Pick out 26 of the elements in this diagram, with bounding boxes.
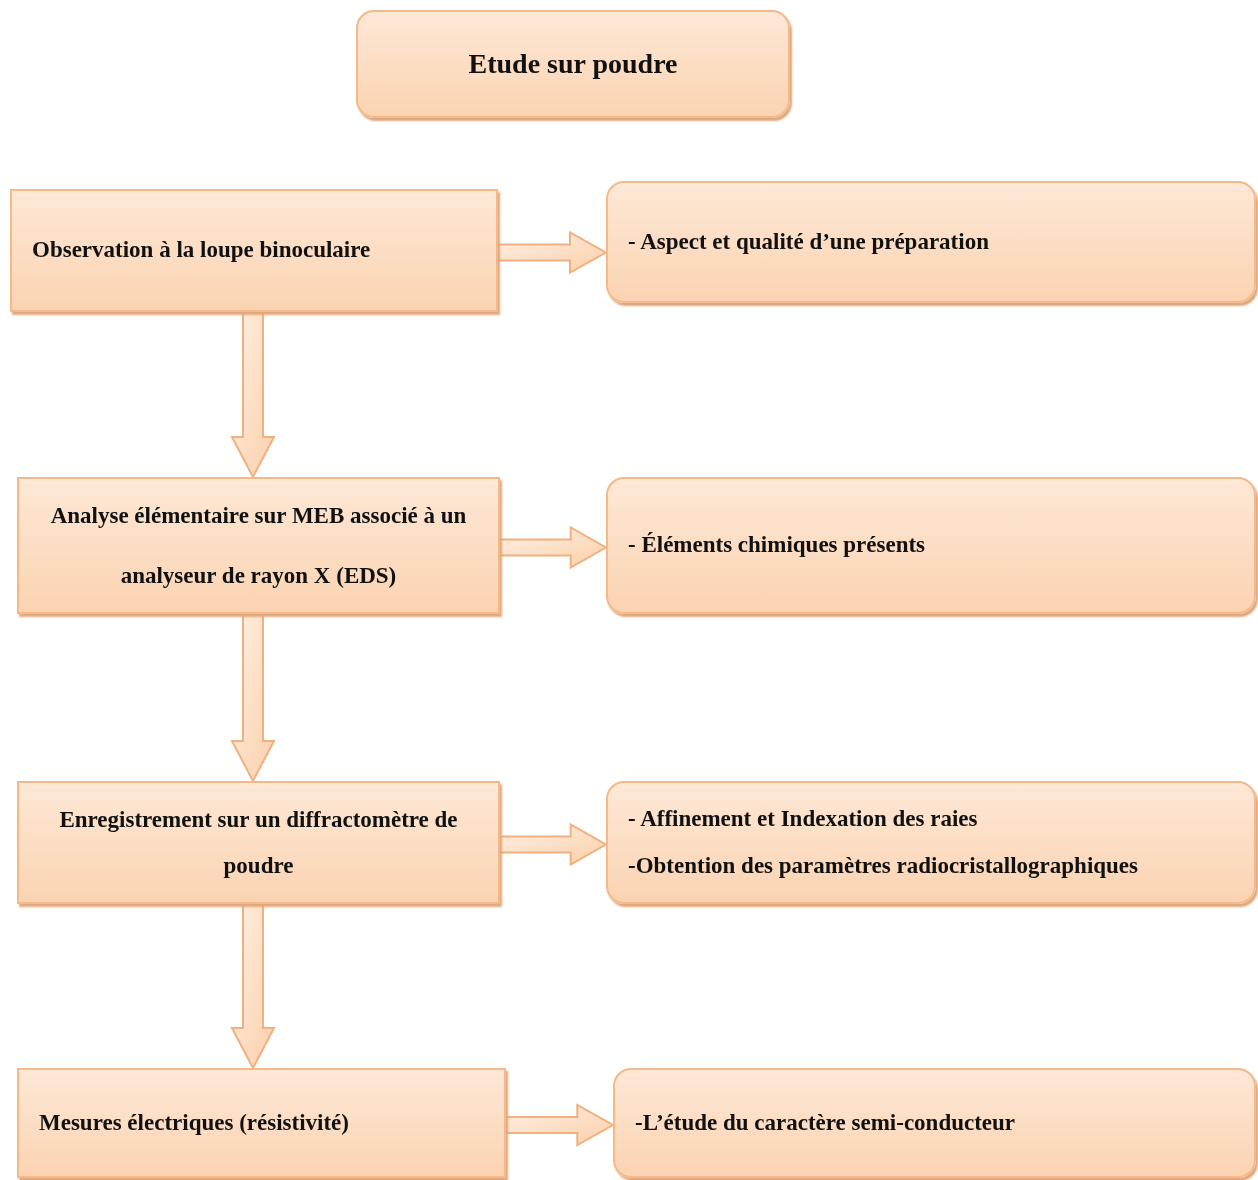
node-text: Mesures électriques (résistivité) xyxy=(39,1108,350,1137)
block-arrow xyxy=(499,822,609,867)
result-box xyxy=(606,477,1256,614)
process-box xyxy=(17,781,500,904)
block-arrow xyxy=(230,903,276,1071)
node-text: - Éléments chimiques présents xyxy=(628,531,927,560)
result-box xyxy=(606,181,1256,303)
process-box xyxy=(17,477,500,614)
title-box xyxy=(356,10,790,118)
process-box xyxy=(10,189,498,312)
node-text: Analyse élémentaire sur MEB associé à un analyseur de rayon X (EDS) xyxy=(49,501,468,590)
block-arrow xyxy=(230,311,276,480)
block-arrow xyxy=(499,525,609,570)
block-arrow xyxy=(505,1103,616,1147)
block-arrow xyxy=(230,613,276,784)
node-text: - Affinement et Indexation des raies xyxy=(628,805,979,834)
result-box xyxy=(606,781,1256,904)
node-text: Enregistrement sur un diffractomètre de poudre xyxy=(58,805,459,880)
block-arrow xyxy=(497,230,609,275)
node-text: -Obtention des paramètres radiocristallographiques xyxy=(628,851,1140,880)
process-box xyxy=(17,1068,506,1178)
node-text: Observation à la loupe binoculaire xyxy=(32,236,372,265)
node-text: - Aspect et qualité d’une préparation xyxy=(628,227,990,256)
result-box xyxy=(613,1068,1256,1178)
node-text: -L’étude du caractère semi-conducteur xyxy=(635,1108,1017,1137)
node-text: Etude sur poudre xyxy=(467,47,679,82)
